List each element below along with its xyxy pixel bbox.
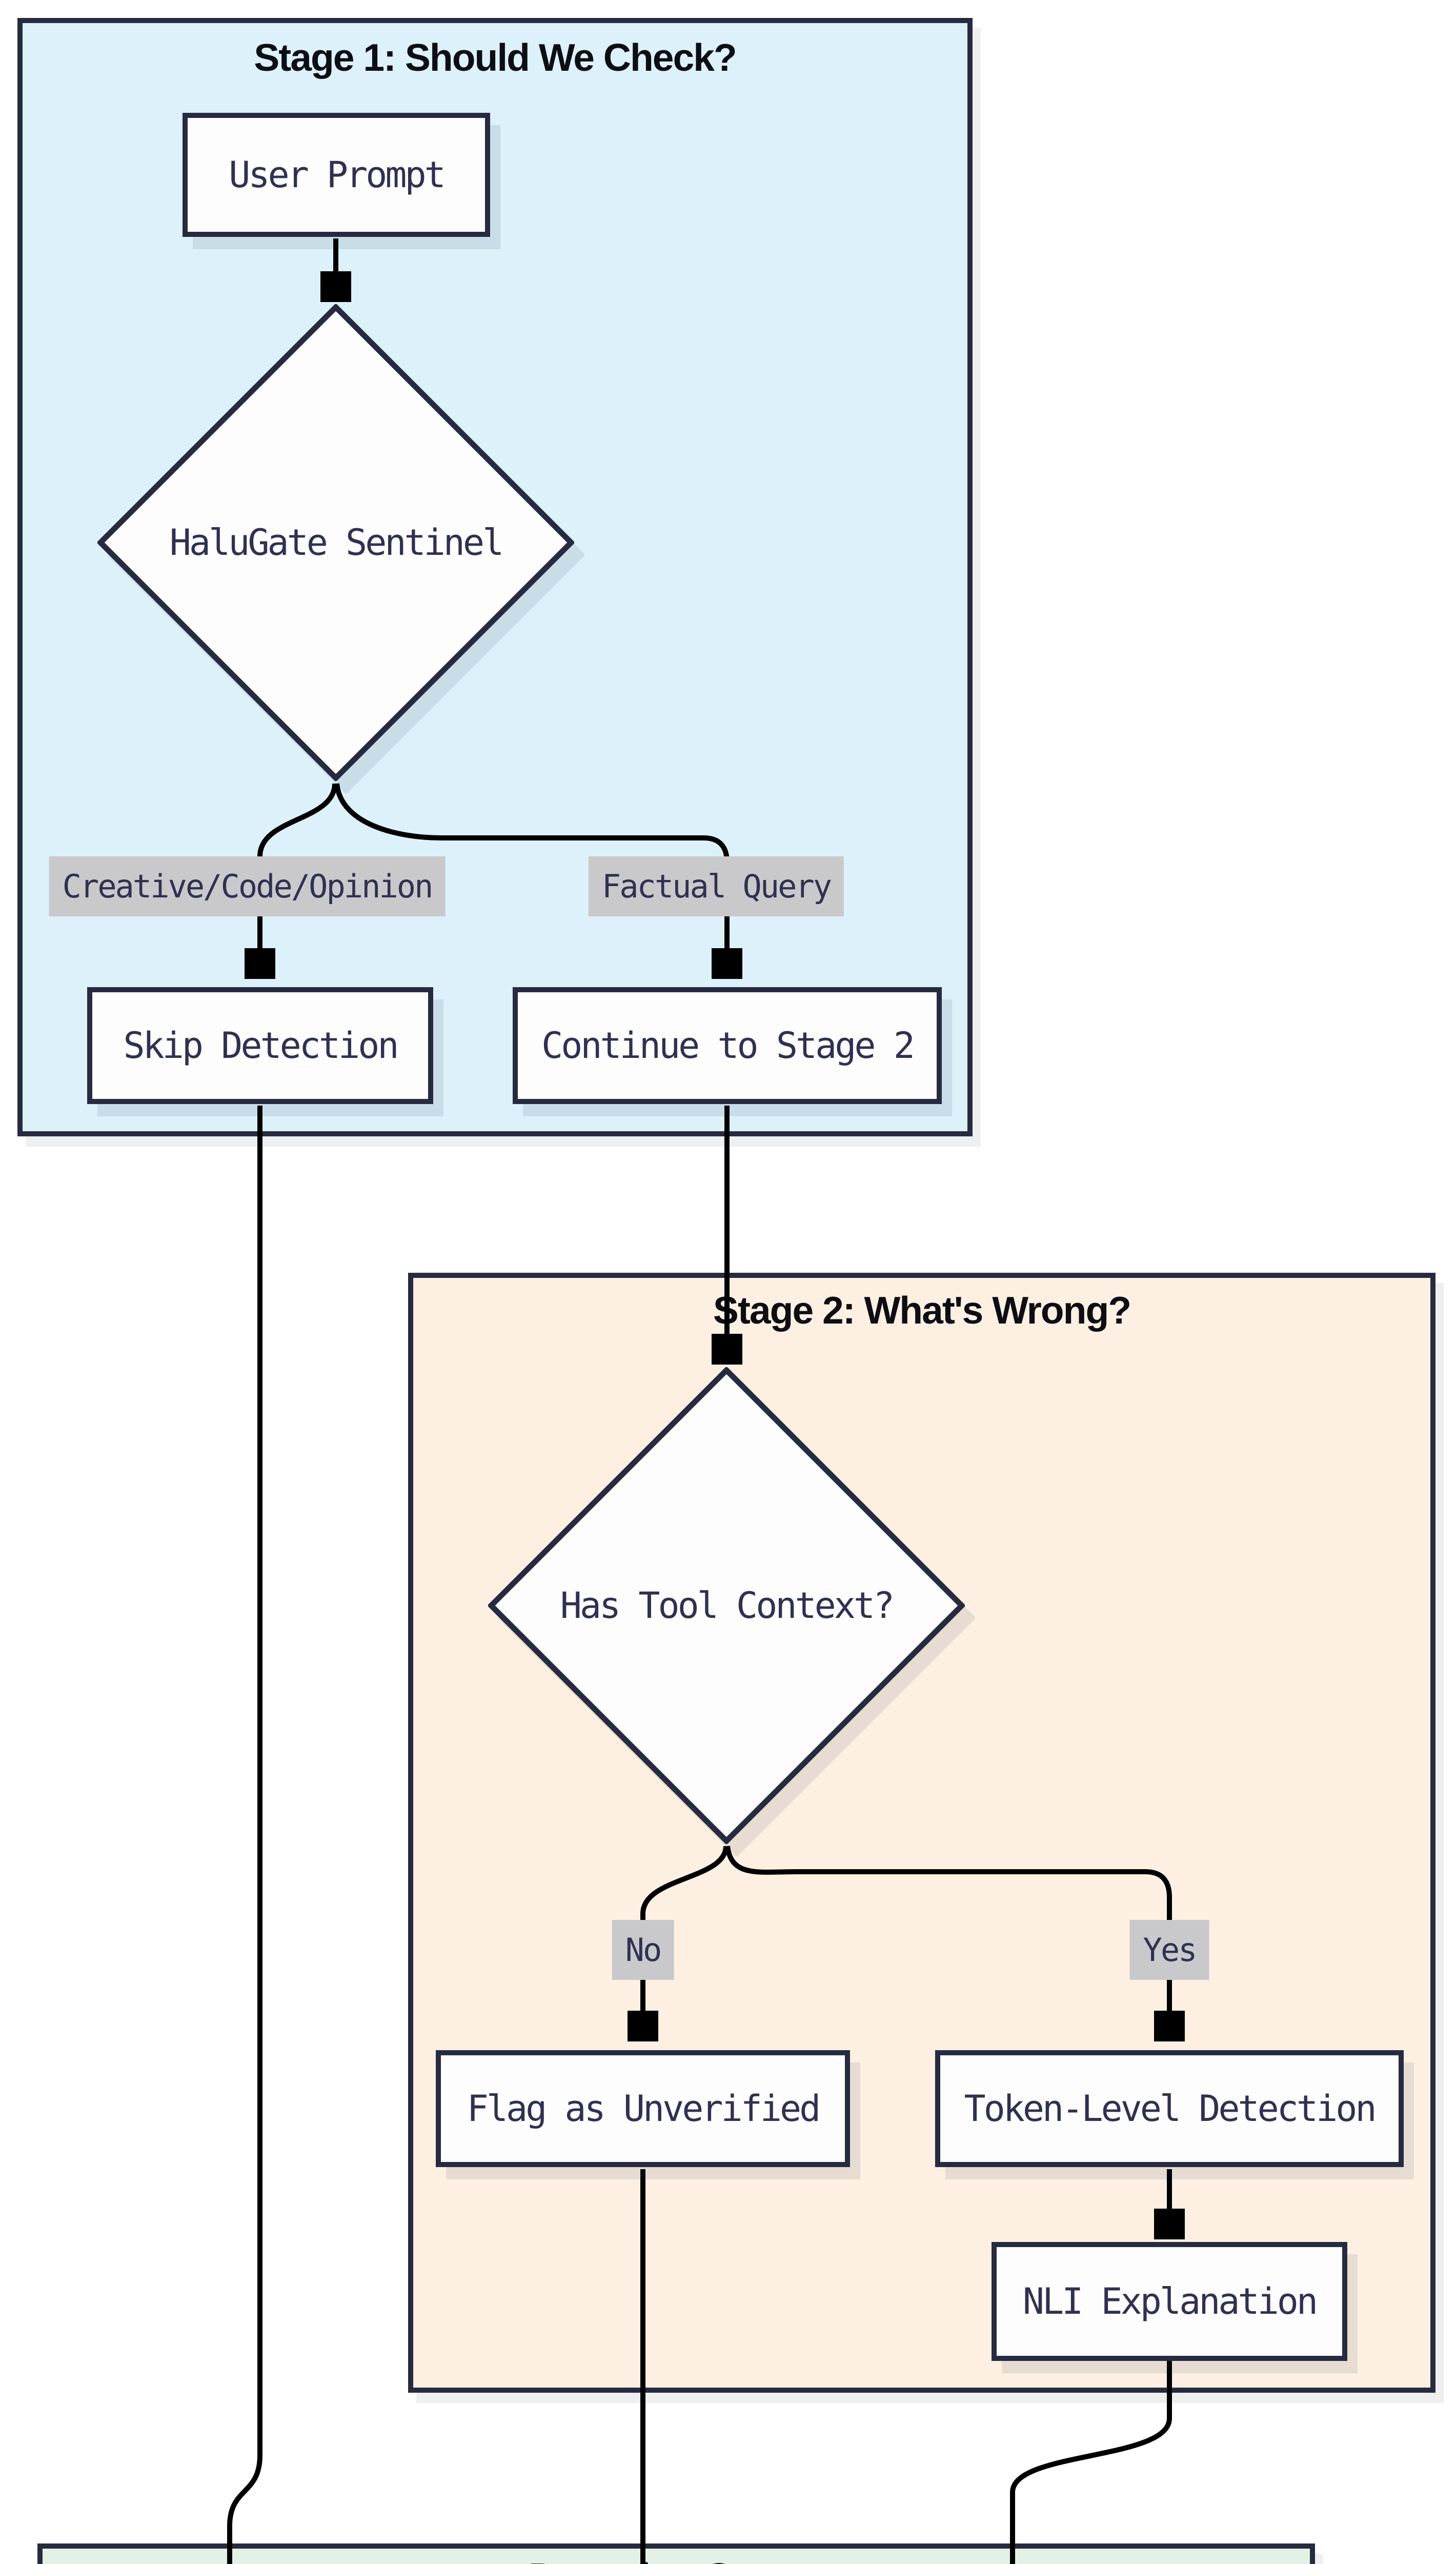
halugate-sentinel-diamond-shape xyxy=(97,304,574,781)
edge-label-no: No xyxy=(612,1920,674,1980)
node-skip-detection-label: Skip Detection xyxy=(123,1025,399,1067)
node-nli-explanation-label: NLI Explanation xyxy=(1022,2280,1318,2322)
node-skip-detection: Skip Detection xyxy=(87,987,433,1104)
decision-halugate-sentinel: HaluGate Sentinel xyxy=(97,304,574,781)
edge-label-yes: Yes xyxy=(1129,1920,1209,1980)
cluster-stage1-title: Stage 1: Should We Check? xyxy=(254,36,737,79)
edge-label-factual-query: Factual Query xyxy=(588,856,844,916)
node-flag-unverified-label: Flag as Unverified xyxy=(467,2088,821,2130)
node-user-prompt: User Prompt xyxy=(183,113,490,237)
edge-nli-to-detailed-report xyxy=(1010,2361,1172,2564)
edge-sentinel-to-skip-detection xyxy=(260,783,337,974)
decision-halugate-sentinel-label: HaluGate Sentinel xyxy=(169,522,504,564)
decision-has-tool-context: Has Tool Context? xyxy=(488,1367,965,1844)
node-flag-unverified: Flag as Unverified xyxy=(436,2050,850,2167)
node-continue-stage2: Continue to Stage 2 xyxy=(513,987,942,1104)
edge-context-yes-to-token xyxy=(725,1846,1169,2037)
node-token-level-detection-label: Token-Level Detection xyxy=(964,2088,1377,2130)
edge-context-no-to-flag xyxy=(643,1846,729,2037)
cluster-detection-output: Detection Output xyxy=(37,2543,1315,2564)
node-token-level-detection: Token-Level Detection xyxy=(935,2050,1404,2167)
cluster-stage2: Stage 2: What's Wrong? xyxy=(408,1273,1435,2393)
edge-sentinel-to-continue-stage2 xyxy=(334,783,727,974)
cluster-detection-output-title: Detection Output xyxy=(43,2555,1310,2564)
node-continue-stage2-label: Continue to Stage 2 xyxy=(541,1025,915,1067)
cluster-stage2-title: Stage 2: What's Wrong? xyxy=(713,1289,1131,1332)
node-user-prompt-label: User Prompt xyxy=(229,154,446,196)
decision-has-tool-context-label: Has Tool Context? xyxy=(560,1585,895,1627)
edge-label-creative-code-opinion: Creative/Code/Opinion xyxy=(49,856,446,916)
has-tool-context-diamond-shape xyxy=(488,1367,965,1844)
node-nli-explanation: NLI Explanation xyxy=(992,2242,1347,2361)
edge-skip-to-pass-through xyxy=(227,1106,262,2564)
